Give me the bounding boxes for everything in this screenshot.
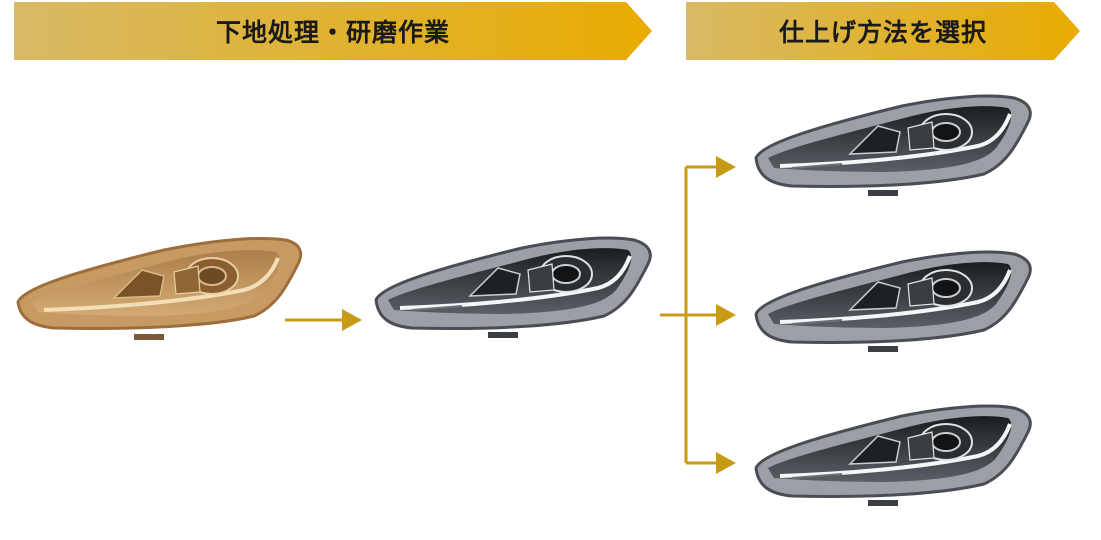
arrowhead-icon [342, 309, 362, 331]
headlight-yellowed-icon [16, 236, 303, 340]
headlight-finish-option-3-icon [754, 404, 1033, 508]
headlight-polished-icon [374, 236, 653, 340]
banner-title: 下地処理・研磨作業 [215, 18, 450, 47]
headlight-finish-option-1-icon [754, 94, 1033, 198]
banner-title: 仕上げ方法を選択 [778, 18, 987, 47]
arrowhead-icon [716, 452, 736, 474]
step-banner-finish: 仕上げ方法を選択 [686, 2, 1080, 60]
arrowhead-icon [716, 304, 736, 326]
headlight-finish-option-2-icon [754, 250, 1033, 354]
banner-arrow-shape [686, 2, 1080, 60]
banner-arrow-shape [14, 2, 652, 60]
arrowhead-icon [716, 156, 736, 178]
step-banner-polishing: 下地処理・研磨作業 [14, 2, 652, 60]
